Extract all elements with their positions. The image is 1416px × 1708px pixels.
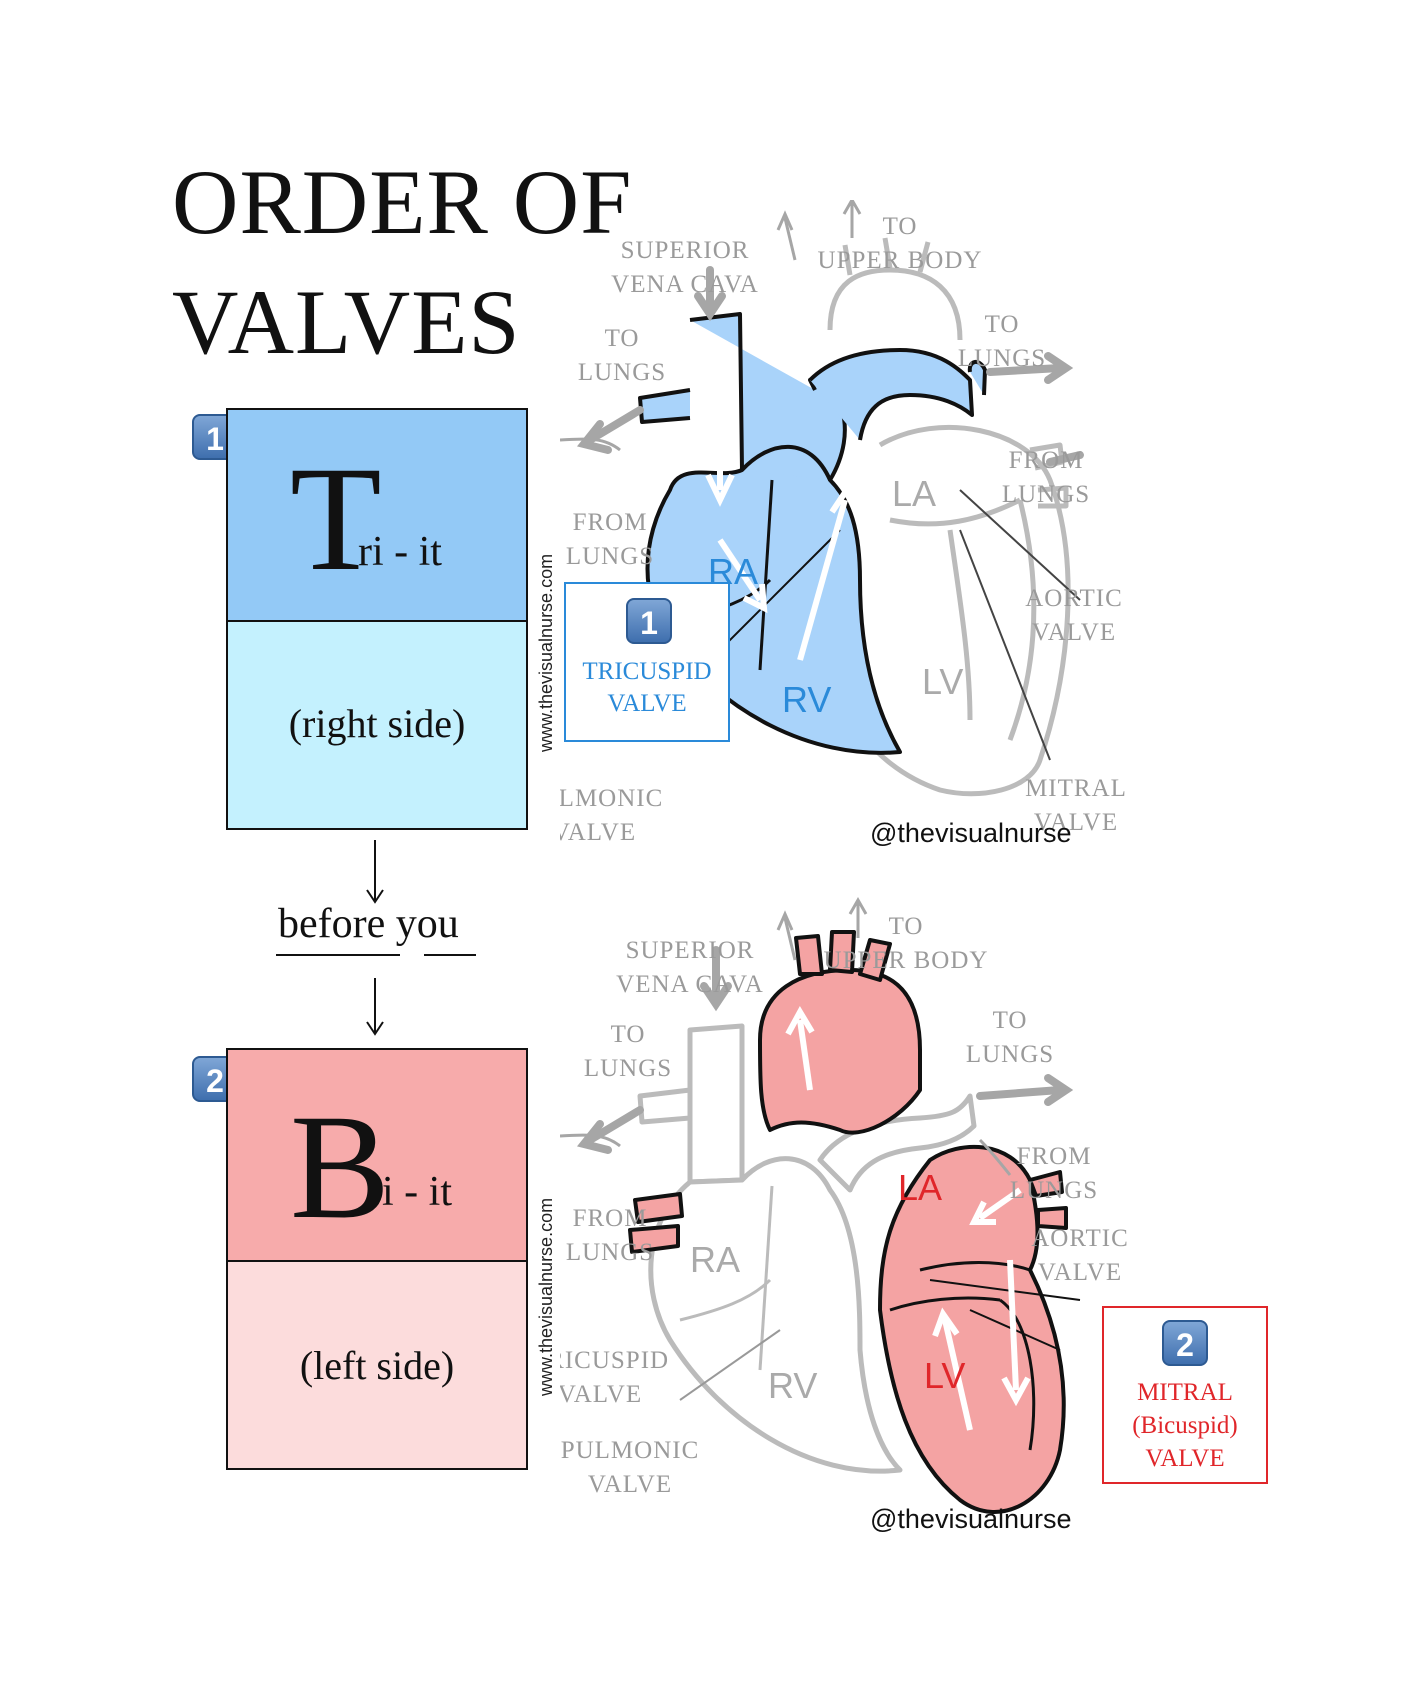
label-pulmonic-1: PULMONIC bbox=[560, 785, 663, 812]
watermark-bottom: @thevisualnurse bbox=[870, 1504, 1072, 1534]
flow-arrows-bottom bbox=[785, 1005, 1031, 1431]
mnemonic-box-1-top: T ri - it bbox=[226, 408, 528, 622]
label-svc-2: VENA CAVA bbox=[611, 271, 759, 298]
mnemonic-box-2-bottom: (left side) bbox=[226, 1260, 528, 1470]
label-to-lungs-left-2-bottom: LUNGS bbox=[584, 1055, 672, 1082]
label-from-lungs-left-1: FROM bbox=[573, 509, 648, 536]
callout-badge-1: 1 bbox=[626, 598, 672, 644]
title-line-2: VALVES bbox=[172, 271, 521, 373]
callout-tricuspid-line-1: TRICUSPID bbox=[582, 658, 712, 685]
chamber-rv-top: RV bbox=[782, 679, 831, 720]
from-lungs-left-top: FROM LUNGS bbox=[566, 509, 654, 570]
label-to-lungs-left-1: TO bbox=[605, 325, 640, 352]
heart-diagram-bottom: SUPERIOR VENA CAVA TO UPPER BODY TO LUNG… bbox=[560, 896, 1129, 1534]
before-you-underline bbox=[276, 954, 476, 956]
label-from-lungs-left-2-bottom: LUNGS bbox=[566, 1239, 654, 1266]
before-you-text: before you bbox=[278, 901, 459, 947]
callout-badge-2: 2 bbox=[1162, 1320, 1208, 1366]
chamber-lv-bottom: LV bbox=[924, 1355, 965, 1396]
label-to-lungs-right-1-bottom: TO bbox=[993, 1007, 1028, 1034]
thin-arrows-bottom bbox=[560, 896, 1012, 1176]
label-aortic-1-bottom: AORTIC bbox=[1031, 1225, 1129, 1252]
label-upper-2-bottom: UPPER BODY bbox=[824, 947, 989, 974]
label-aortic-2: VALVE bbox=[1032, 619, 1116, 646]
mitral-callout: 2 MITRAL (Bicuspid) VALVE bbox=[1102, 1306, 1268, 1484]
label-from-lungs-right-2: LUNGS bbox=[1002, 481, 1090, 508]
mnemonic-word-2: i - it bbox=[382, 1169, 452, 1215]
label-mitral-1: MITRAL bbox=[1025, 775, 1127, 802]
chamber-rv-bottom: RV bbox=[768, 1365, 817, 1406]
mnemonic-word-1: ri - it bbox=[358, 529, 442, 575]
left-heart-highlight bbox=[628, 930, 1068, 1514]
label-to-lungs-left-1-bottom: TO bbox=[611, 1021, 646, 1048]
label-to-lungs-right-1: TO bbox=[985, 311, 1020, 338]
external-arrows-top bbox=[576, 266, 1084, 466]
callout-mitral-line-1: MITRAL bbox=[1137, 1379, 1233, 1406]
title-line-1: ORDER OF bbox=[172, 151, 633, 253]
chamber-la-top: LA bbox=[892, 473, 936, 514]
heart-outline-top bbox=[827, 237, 1071, 797]
website-text-top: www.thevisualnurse.com bbox=[536, 553, 556, 752]
flow-arrows-top bbox=[705, 350, 861, 661]
mnemonic-box-2-top: B i - it bbox=[226, 1048, 528, 1262]
callout-mitral-line-2: (Bicuspid) bbox=[1132, 1412, 1238, 1439]
callout-mitral-line-3: VALVE bbox=[1145, 1445, 1225, 1472]
label-upper-1: TO bbox=[883, 213, 918, 240]
label-svc-2-bottom: VENA CAVA bbox=[616, 971, 764, 998]
connector-arrows bbox=[366, 840, 384, 1036]
right-side-label: (right side) bbox=[288, 701, 466, 746]
label-pulmonic-1-bottom: PULMONIC bbox=[561, 1437, 700, 1464]
mnemonic-box-1-bottom: (right side) bbox=[226, 620, 528, 830]
page-title: ORDER OF VALVES bbox=[172, 142, 632, 382]
label-tricuspid-2-bottom: VALVE bbox=[560, 1381, 642, 1408]
chamber-la-bottom: LA bbox=[898, 1167, 942, 1208]
mnemonic-letter-t: T bbox=[290, 436, 382, 602]
callout-tricuspid-line-2: VALVE bbox=[607, 690, 687, 717]
valve-lines-bottom bbox=[679, 1261, 1081, 1451]
label-aortic-1: AORTIC bbox=[1025, 585, 1123, 612]
label-svc-1: SUPERIOR bbox=[621, 237, 750, 264]
label-svc-1-bottom: SUPERIOR bbox=[626, 937, 755, 964]
thin-arrows-top bbox=[560, 200, 862, 452]
label-tricuspid-1-bottom: TRICUSPID bbox=[560, 1347, 669, 1374]
chamber-ra-bottom: RA bbox=[690, 1239, 740, 1280]
label-aortic-2-bottom: VALVE bbox=[1038, 1259, 1122, 1286]
left-side-label: (left side) bbox=[299, 1343, 455, 1388]
label-from-lungs-right-1: FROM bbox=[1009, 447, 1084, 474]
from-lungs-left-bottom: FROM LUNGS bbox=[566, 1205, 654, 1266]
mnemonic-letter-b: B bbox=[290, 1084, 391, 1250]
label-from-lungs-left-1-bottom: FROM bbox=[573, 1205, 648, 1232]
label-pulmonic-2: VALVE bbox=[560, 819, 636, 846]
label-from-lungs-left-2: LUNGS bbox=[566, 543, 654, 570]
label-upper-1-bottom: TO bbox=[889, 913, 924, 940]
label-to-lungs-right-2-bottom: LUNGS bbox=[966, 1041, 1054, 1068]
tricuspid-callout: 1 TRICUSPID VALVE bbox=[564, 582, 730, 742]
website-text-bottom: www.thevisualnurse.com bbox=[536, 1197, 556, 1396]
label-to-lungs-left-2: LUNGS bbox=[578, 359, 666, 386]
inner-lines-bottom bbox=[679, 1185, 774, 1371]
label-mitral-2: VALVE bbox=[1034, 809, 1118, 836]
label-from-lungs-right-1-bottom: FROM bbox=[1017, 1143, 1092, 1170]
label-pulmonic-2-bottom: VALVE bbox=[588, 1471, 672, 1498]
label-from-lungs-right-2-bottom: LUNGS bbox=[1010, 1177, 1098, 1204]
watermark-top: @thevisualnurse bbox=[870, 818, 1072, 848]
heart-outline-bottom bbox=[637, 1023, 977, 1474]
chamber-lv-top: LV bbox=[922, 661, 963, 702]
label-to-lungs-right-2: LUNGS bbox=[958, 345, 1046, 372]
label-upper-2: UPPER BODY bbox=[818, 247, 983, 274]
